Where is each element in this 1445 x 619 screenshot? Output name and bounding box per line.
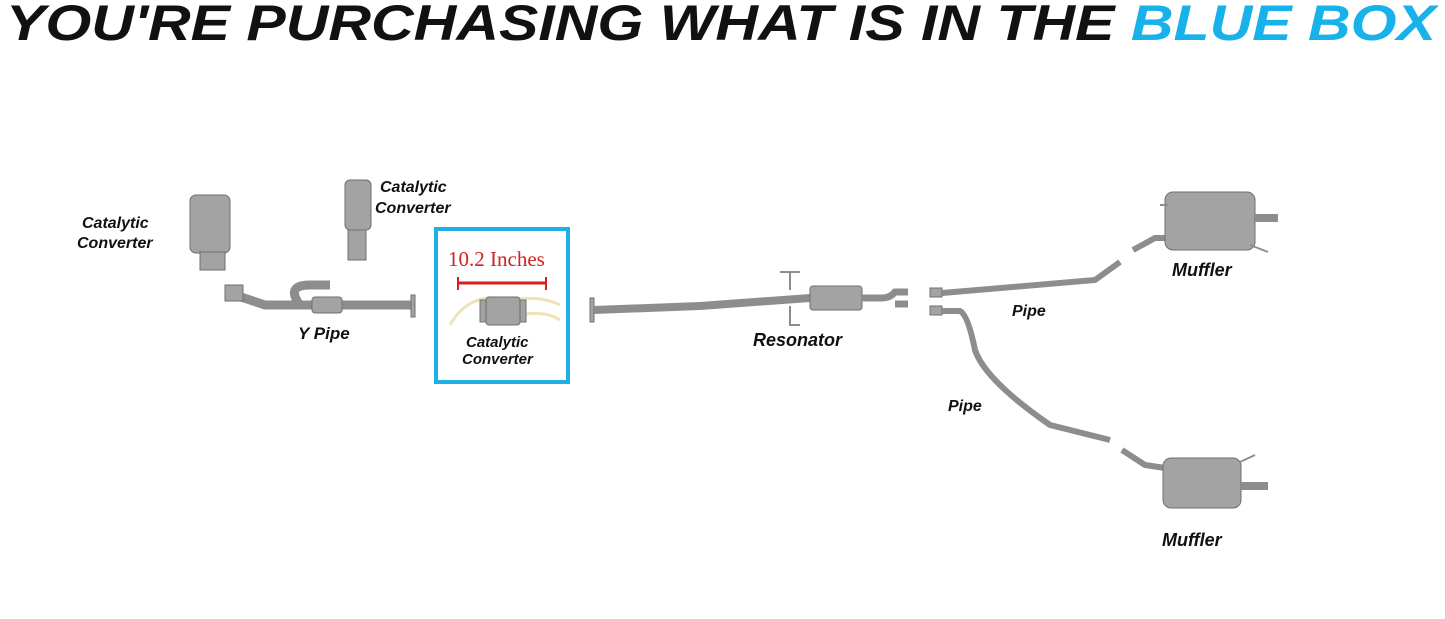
page-title: YOU'RE PURCHASING WHAT IS IN THE BLUE BO…	[6, 0, 1439, 51]
title-prefix: YOU'RE PURCHASING WHAT IS IN THE	[6, 0, 1116, 51]
muffler-lower-label: Muffler	[1162, 530, 1223, 550]
measurement-bar	[457, 277, 547, 290]
y-pipe-label: Y Pipe	[298, 324, 350, 343]
pipe-lower-label: Pipe	[948, 398, 982, 415]
resonator-label: Resonator	[753, 330, 843, 350]
catalytic-converter-left-part	[189, 194, 231, 271]
resonator-part	[589, 271, 908, 326]
title-highlight: BLUE BOX	[1131, 0, 1439, 51]
muffler-upper-label: Muffler	[1172, 260, 1233, 280]
lower-pipe-part	[929, 305, 1111, 443]
pipe-upper-label: Pipe	[1012, 303, 1046, 320]
boxed-catalytic-converter-part	[448, 296, 561, 326]
blue-box-highlight	[434, 227, 570, 384]
measurement-label: 10.2 Inches	[448, 247, 545, 271]
upper-muffler-part	[1131, 191, 1278, 253]
catalytic-converter-top-part	[344, 179, 372, 261]
lower-muffler-part	[1120, 447, 1268, 509]
y-pipe-part	[224, 280, 416, 318]
upper-pipe-part	[929, 259, 1122, 298]
